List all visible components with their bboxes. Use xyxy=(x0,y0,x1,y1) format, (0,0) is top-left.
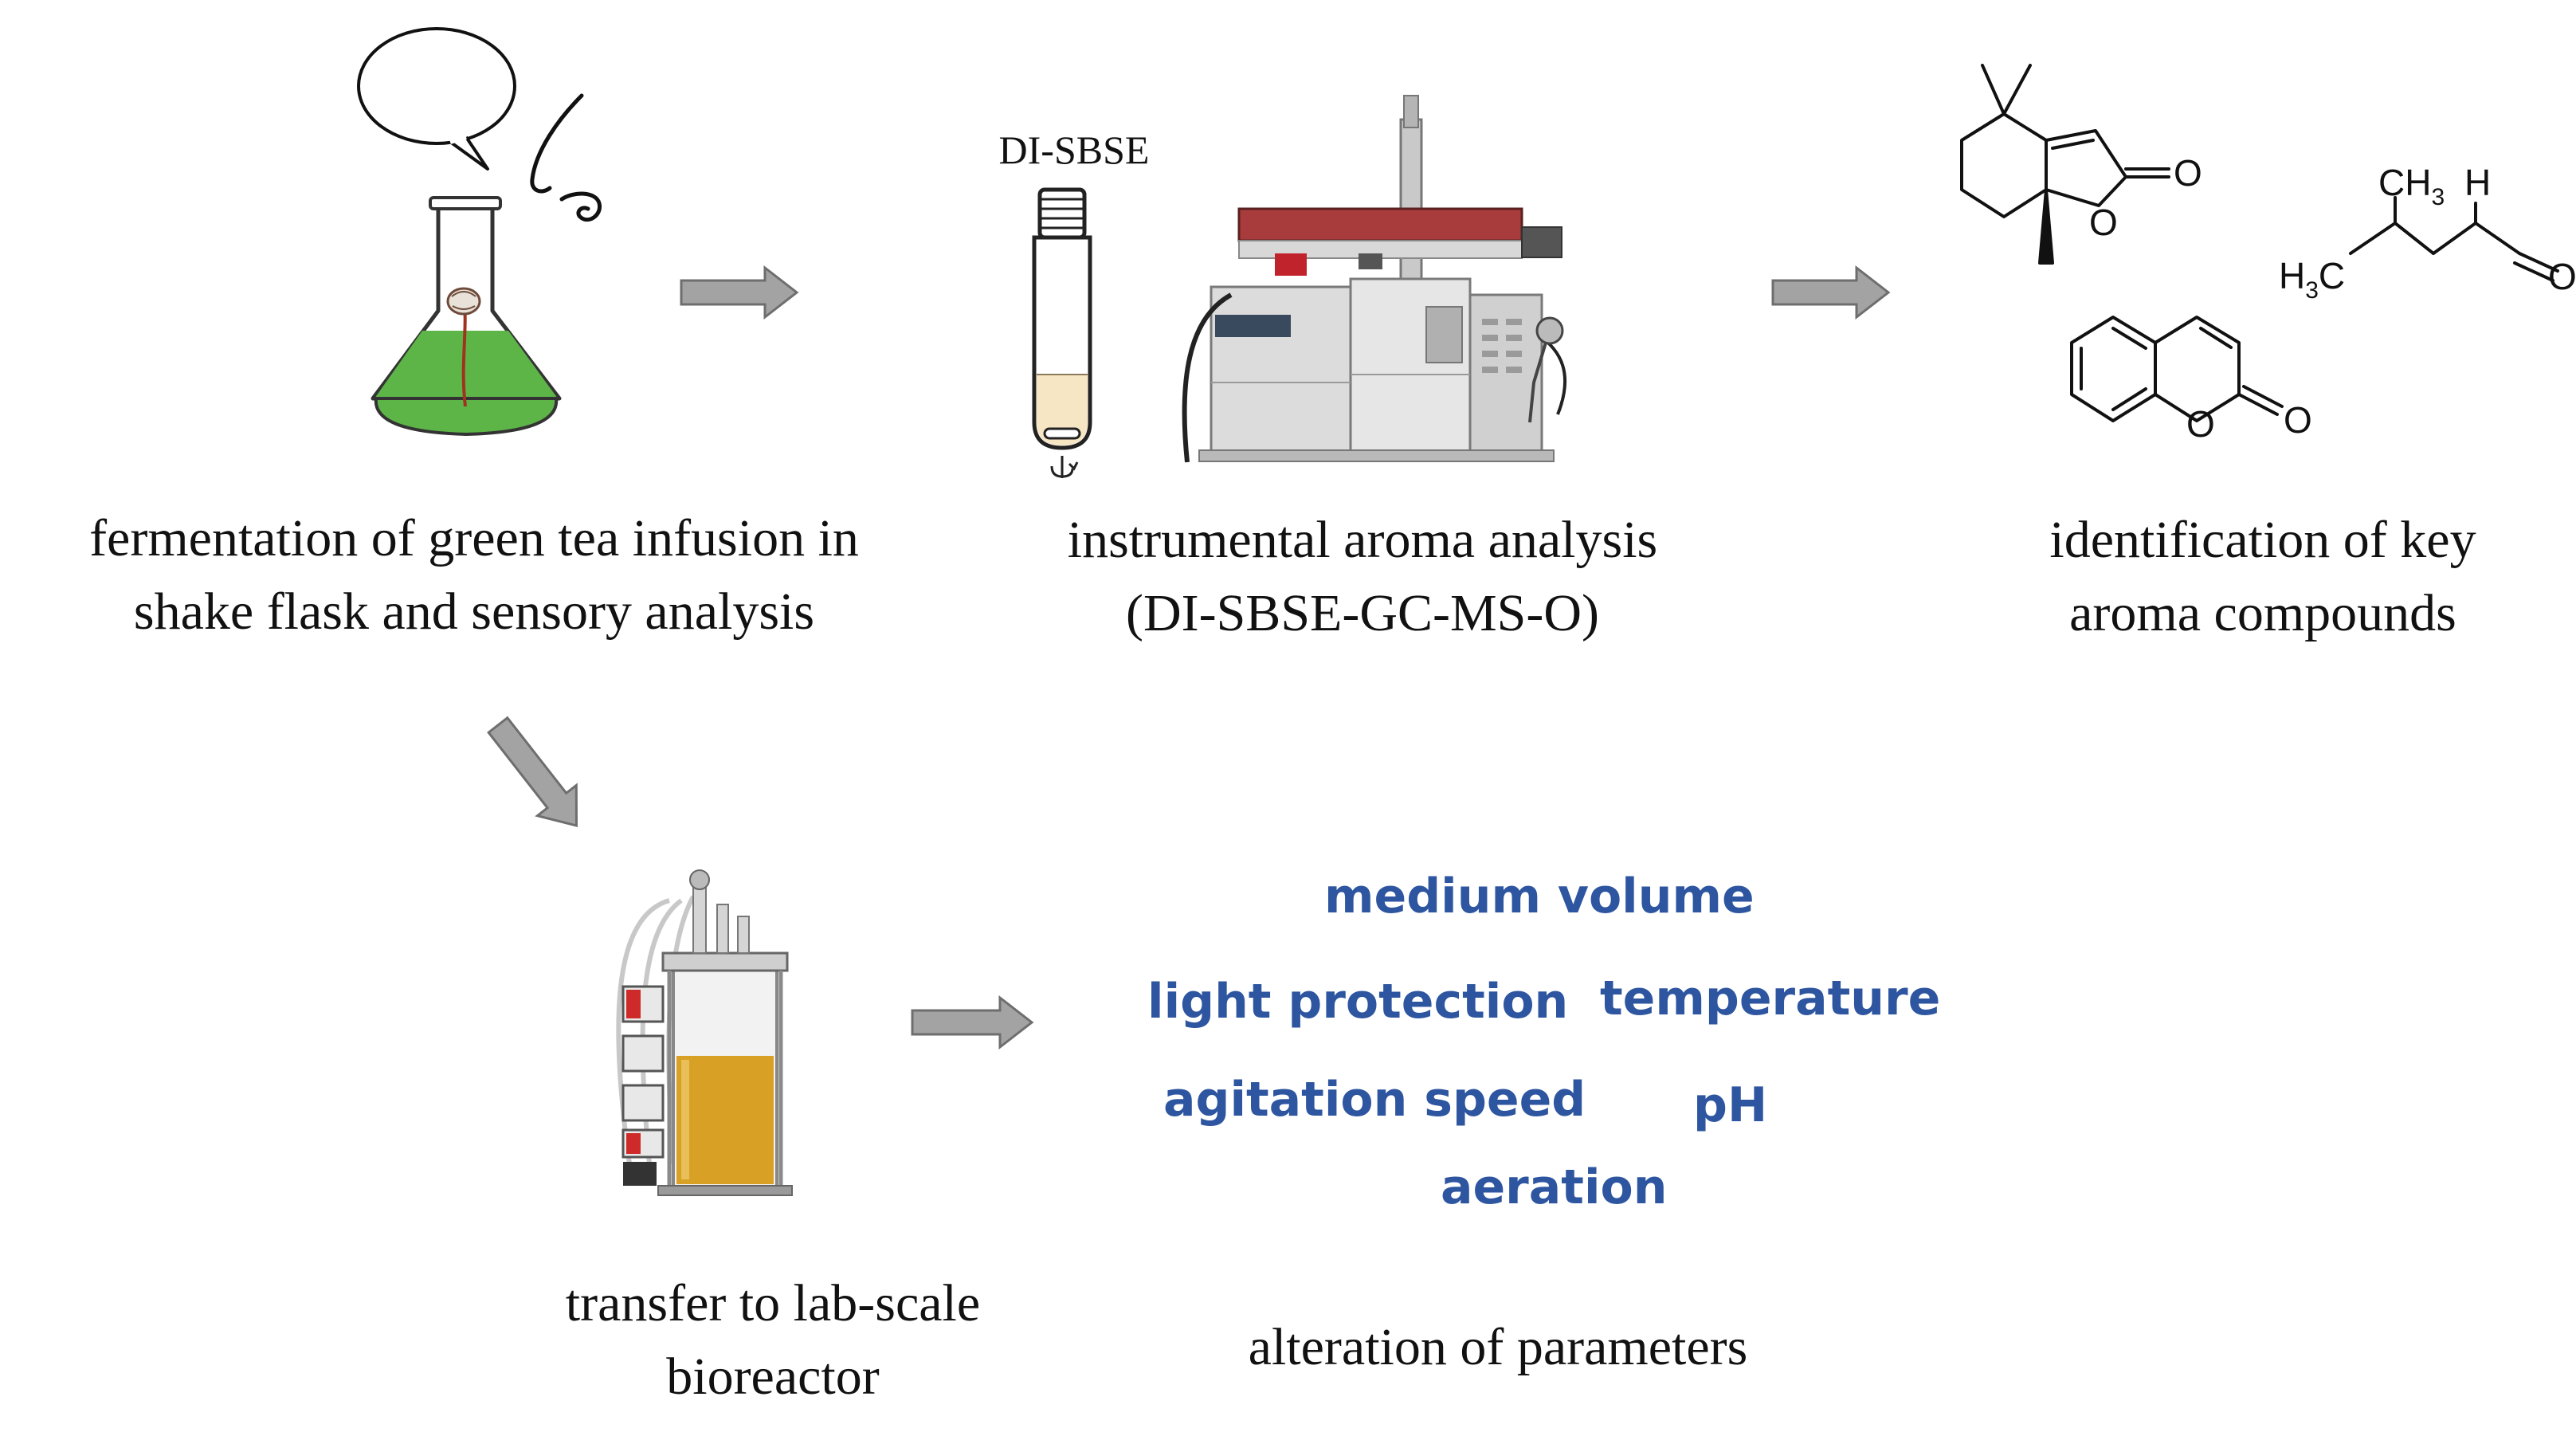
bioreactor-image xyxy=(616,869,793,1196)
arrow-flask-to-instrument xyxy=(680,265,799,320)
caption-transfer: transfer to lab-scale bioreactor xyxy=(470,1267,1076,1414)
caption-instrumental-line-2: (DI-SBSE-GC-MS-O) xyxy=(1126,584,1599,642)
erlenmeyer-flask-icon xyxy=(371,196,562,437)
parameter-agitation-speed: agitation speed xyxy=(1163,1072,1586,1128)
caption-fermentation: fermentation of green tea infusion in sh… xyxy=(8,502,940,649)
lactone-carbonyl-oxygen: O xyxy=(2174,152,2202,194)
vial-label: DI-SBSE xyxy=(999,128,1150,172)
sbse-vial-icon: DI-SBSE xyxy=(999,128,1150,478)
lactone-molecule-structure xyxy=(1960,64,2170,265)
caption-transfer-line-1: transfer to lab-scale xyxy=(565,1274,981,1332)
coumarin-molecule-structure xyxy=(2070,316,2284,422)
arrow-instrument-to-compounds xyxy=(1771,265,1891,320)
caption-fermentation-line-2: shake flask and sensory analysis xyxy=(133,583,815,641)
speech-bubble-icon xyxy=(357,27,516,171)
parameter-medium-volume: medium volume xyxy=(1324,869,1755,924)
parameter-light-protection: light protection xyxy=(1147,974,1569,1030)
gc-ms-instrument-image xyxy=(1182,95,1567,463)
parameter-temperature: temperature xyxy=(1600,971,1941,1026)
methylbutanal-molecule-structure xyxy=(2349,196,2559,282)
coumarin-carbonyl-oxygen: O xyxy=(2284,399,2312,441)
lactone-ring-oxygen: O xyxy=(2089,202,2118,243)
arrow-bioreactor-to-parameters xyxy=(911,995,1034,1050)
caption-transfer-line-2: bioreactor xyxy=(666,1348,880,1406)
aldehyde-oxygen: O xyxy=(2548,256,2576,297)
caption-alteration: alteration of parameters xyxy=(1248,1318,1748,1376)
arrow-flask-to-bioreactor xyxy=(487,716,578,828)
h3c-group-label: H3C xyxy=(2279,255,2345,304)
caption-fermentation-line-1: fermentation of green tea infusion in xyxy=(89,509,859,567)
caption-instrumental-line-1: instrumental aroma analysis xyxy=(1067,511,1658,569)
parameter-aeration: aeration xyxy=(1441,1159,1668,1215)
caption-identification-line-2: aroma compounds xyxy=(2069,584,2456,642)
caption-identification-line-1: identification of key xyxy=(2049,511,2476,569)
methyl-group-label: CH3 xyxy=(2378,162,2445,210)
caption-identification: identification of key aroma compounds xyxy=(1944,504,2576,650)
nose-icon xyxy=(530,93,602,222)
aldehyde-hydrogen: H xyxy=(2464,162,2491,203)
parameter-ph: pH xyxy=(1693,1077,1768,1133)
coumarin-ring-oxygen: O xyxy=(2186,403,2215,445)
caption-instrumental: instrumental aroma analysis (DI-SBSE-GC-… xyxy=(1004,504,1721,650)
